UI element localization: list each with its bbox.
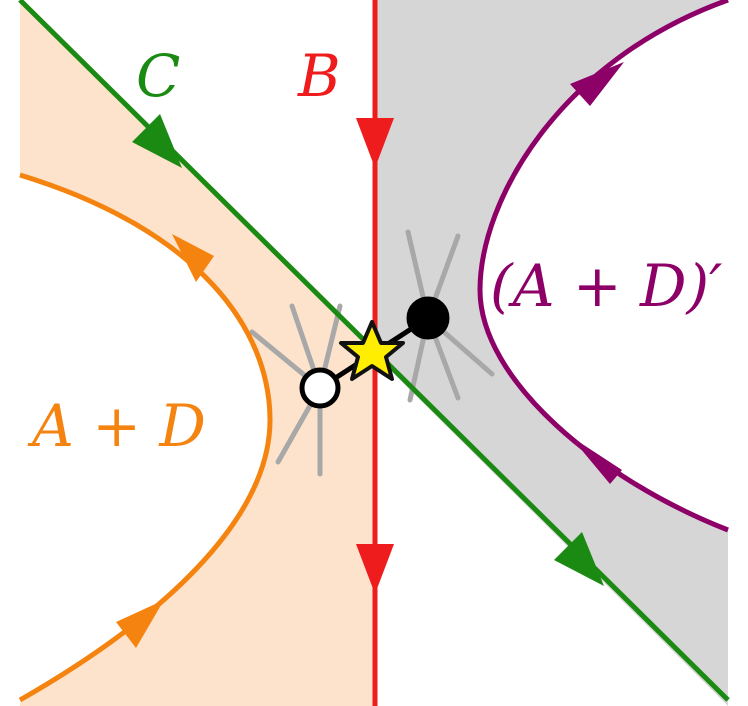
curve-A-plus-D-prime-arrow-top bbox=[570, 62, 624, 106]
filled-dot bbox=[406, 296, 450, 340]
label-C: C bbox=[136, 42, 180, 110]
label-A-plus-D: A + D bbox=[27, 392, 206, 460]
label-B: B bbox=[297, 42, 341, 110]
left-white-region bbox=[20, 175, 270, 700]
line-B-arrow-top bbox=[356, 118, 394, 168]
curve-A-plus-D-arrow-bottom bbox=[116, 600, 164, 648]
line-C-arrow-top bbox=[132, 114, 182, 168]
curve-A-plus-D-prime-arrow-bottom bbox=[570, 436, 622, 484]
curve-A-plus-D-arrow-top bbox=[172, 234, 214, 282]
label-A-plus-D-prime: (A + D)′ bbox=[490, 252, 722, 320]
line-B-arrow-bottom bbox=[356, 544, 394, 594]
line-C-arrow-bottom bbox=[554, 532, 604, 586]
open-dot bbox=[299, 367, 341, 409]
intersection-star bbox=[339, 320, 405, 381]
